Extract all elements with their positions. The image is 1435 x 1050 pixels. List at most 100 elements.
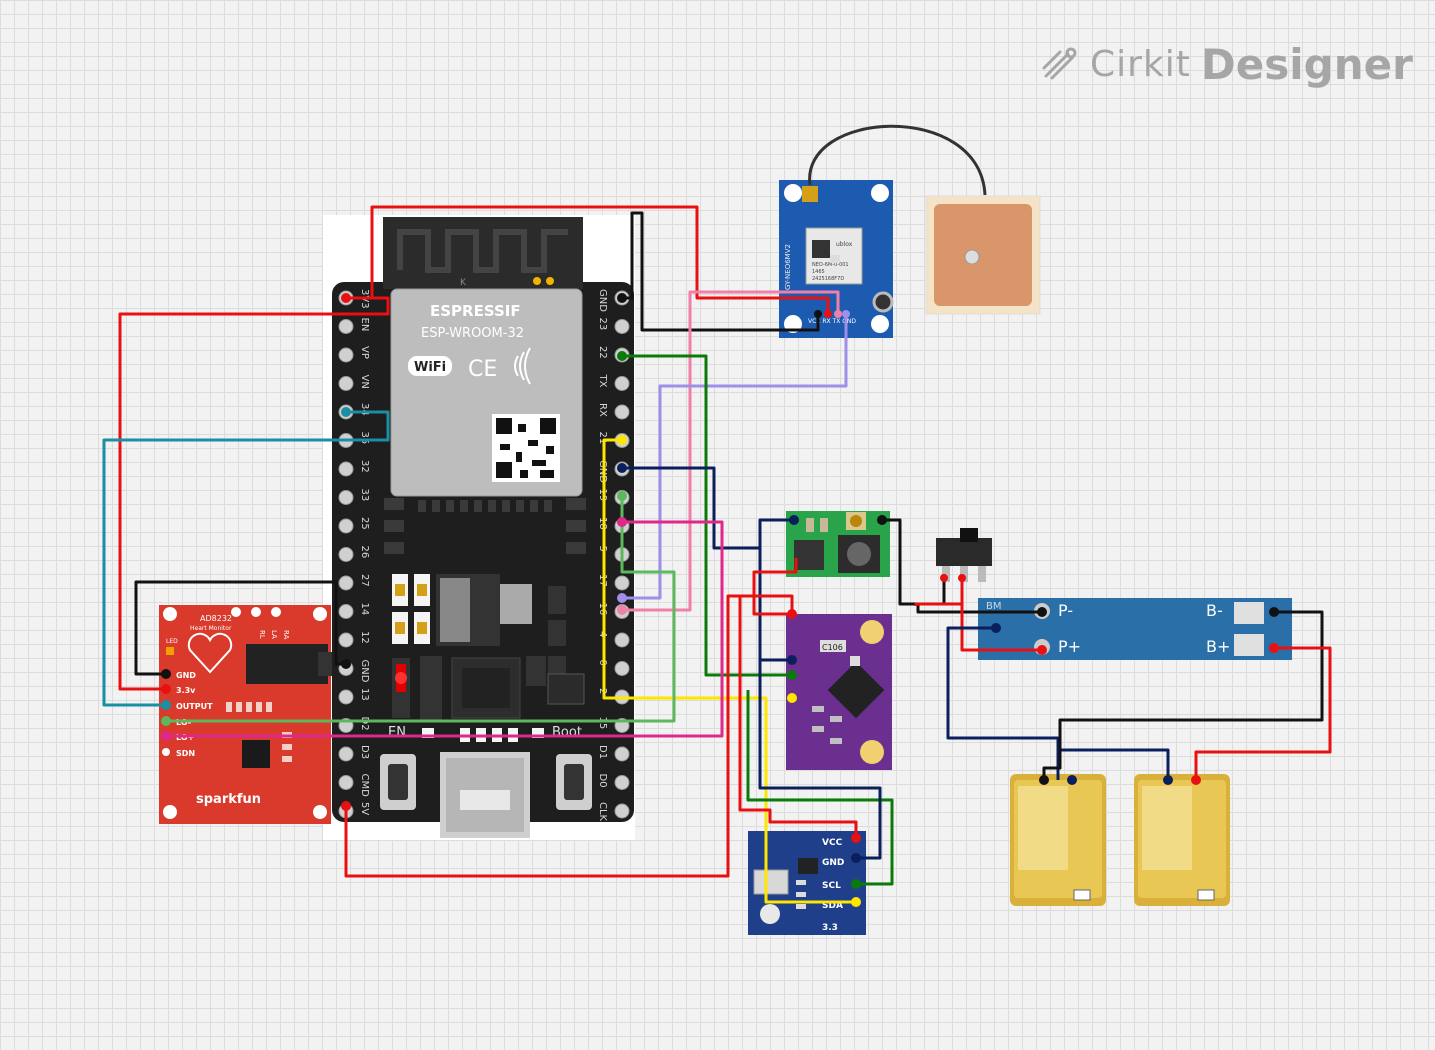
- left-pin-14[interactable]: [338, 604, 354, 619]
- right-pin-label: 21: [597, 432, 608, 445]
- right-pin-rx[interactable]: [614, 404, 630, 420]
- ecg-pin-output: OUTPUT: [176, 702, 213, 711]
- wire-black-gnd-gps: [622, 211, 820, 332]
- ecg-ra-label: RA: [282, 630, 290, 640]
- module-name: ESP-WROOM-32: [421, 326, 524, 341]
- left-pin-label: 12: [359, 631, 370, 644]
- left-pin-d3[interactable]: [338, 746, 354, 762]
- left-pin-25[interactable]: [338, 518, 354, 534]
- right-pin-23[interactable]: [614, 319, 630, 334]
- ecg-chip-label: AD8232: [200, 614, 232, 623]
- left-pin-label: 35: [359, 432, 370, 445]
- left-pin-label: 32: [359, 460, 370, 473]
- left-pin-33[interactable]: [338, 490, 354, 505]
- ecg-sensor[interactable]: AD8232 Heart Monitor RA LA RL LED GND 3.…: [159, 605, 332, 824]
- left-pin-label: 33: [359, 489, 370, 502]
- wire-teal-output: [102, 410, 390, 707]
- battery-1[interactable]: [1010, 774, 1106, 906]
- cirkit-designer-logo: Cirkit Designer: [1040, 36, 1413, 92]
- bms-pplus-label: P+: [1058, 637, 1081, 656]
- left-pin-label: GND: [359, 660, 370, 683]
- antenna-mark: K: [460, 278, 467, 288]
- wire-navy-gnd: [622, 466, 794, 550]
- right-pin-label: 15: [597, 717, 608, 730]
- en-button[interactable]: [380, 754, 416, 810]
- wire-red-conv: [752, 558, 798, 616]
- wire-red-imu-vcc: [738, 596, 858, 838]
- left-pin-vp[interactable]: [338, 347, 354, 363]
- sparkfun-logo: sparkfun: [196, 792, 261, 807]
- right-pin-label: 23: [597, 318, 608, 331]
- left-pin-27[interactable]: [338, 575, 354, 591]
- left-pin-label: 26: [359, 546, 370, 559]
- imu-sensor-blue[interactable]: VCC GND SCL SDA 3.3: [748, 831, 866, 935]
- right-pin-d1[interactable]: [614, 746, 630, 762]
- gps-pin-labels: VCC RX TX GND: [808, 318, 856, 325]
- wire-red-3v3-ecg: [118, 296, 390, 691]
- left-pin-12[interactable]: [338, 632, 354, 648]
- audio-jack[interactable]: [246, 644, 332, 684]
- left-pin-label: VN: [359, 375, 370, 389]
- converter-label: C106: [822, 643, 843, 652]
- wire-red-5v: [344, 594, 794, 878]
- left-pin-en[interactable]: [338, 319, 354, 334]
- slide-switch[interactable]: [936, 528, 992, 582]
- wireless-icon: [514, 347, 531, 385]
- left-pin-label: 14: [359, 603, 370, 616]
- right-pin-label: TX: [597, 374, 608, 388]
- imu-pin-scl: SCL: [822, 881, 841, 891]
- left-pin-label: 5V: [359, 802, 370, 815]
- imu-sensor-purple[interactable]: C106: [786, 614, 892, 770]
- wifi-logo: WiFi: [414, 360, 446, 375]
- gps-chip-model: NEO-6M-0-001: [812, 262, 849, 268]
- imu-pin-3v3: 3.3: [822, 923, 838, 933]
- ecg-led-label: LED: [166, 638, 178, 645]
- ecg-rl-label: RL: [258, 630, 266, 639]
- module-maker: ESPRESSIF: [430, 302, 521, 320]
- ecg-pin-sdn: SDN: [176, 749, 195, 758]
- en-button-label: EN: [388, 725, 406, 740]
- left-pin-label: 13: [359, 688, 370, 701]
- wire-black-ecg-gnd: [134, 580, 346, 676]
- buck-converter[interactable]: [786, 511, 890, 577]
- micro-usb-port[interactable]: [440, 752, 530, 838]
- esp32-board[interactable]: K ESPRESSIF ESP-WROOM-32 WiFi CE: [323, 215, 635, 840]
- left-pin-vn[interactable]: [338, 376, 354, 391]
- gps-board-label: GY-NEO6MV2: [784, 244, 792, 290]
- right-pin-label: CLK: [597, 802, 608, 822]
- left-pin-26[interactable]: [338, 547, 354, 562]
- heart-icon: [187, 632, 233, 674]
- wire-black-bms: [900, 602, 1042, 614]
- right-pin-0[interactable]: [614, 661, 630, 676]
- left-pin-label: EN: [359, 318, 370, 332]
- wire-yellow-21: [602, 438, 856, 904]
- battery-2[interactable]: [1134, 774, 1230, 906]
- left-pin-label: D3: [359, 745, 370, 759]
- bms-bm-label: BM: [986, 601, 1002, 612]
- right-pin-4[interactable]: [614, 632, 630, 648]
- wire-red-switch: [914, 574, 964, 606]
- left-pin-13[interactable]: [338, 689, 354, 705]
- right-pin-clk[interactable]: [614, 803, 630, 819]
- boot-button[interactable]: [556, 754, 592, 810]
- gps-antenna[interactable]: [808, 124, 1041, 315]
- wire-green-22: [622, 354, 792, 677]
- right-pin-d0[interactable]: [614, 775, 630, 790]
- wire-magenta-lo: [166, 520, 724, 738]
- bms-pminus-label: P-: [1058, 601, 1073, 620]
- wire-lavender-gps-rx: [622, 314, 848, 600]
- wire-black-bminus: [1042, 610, 1324, 780]
- left-pin-32[interactable]: [338, 461, 354, 477]
- left-pin-label: 27: [359, 574, 370, 587]
- ce-mark: CE: [468, 357, 497, 382]
- imu-pin-vcc: VCC: [822, 838, 843, 848]
- gps-chip-date: 1465: [812, 269, 825, 275]
- right-pin-tx[interactable]: [614, 376, 630, 391]
- brand-name-bold: Designer: [1200, 39, 1413, 89]
- right-pin-17[interactable]: [614, 575, 630, 591]
- battery-protection-board[interactable]: BM P- P+ B- B+: [978, 598, 1292, 660]
- wires: [102, 205, 1332, 904]
- left-pin-cmd[interactable]: [338, 775, 354, 790]
- imu-pin-sda: SDA: [822, 901, 843, 911]
